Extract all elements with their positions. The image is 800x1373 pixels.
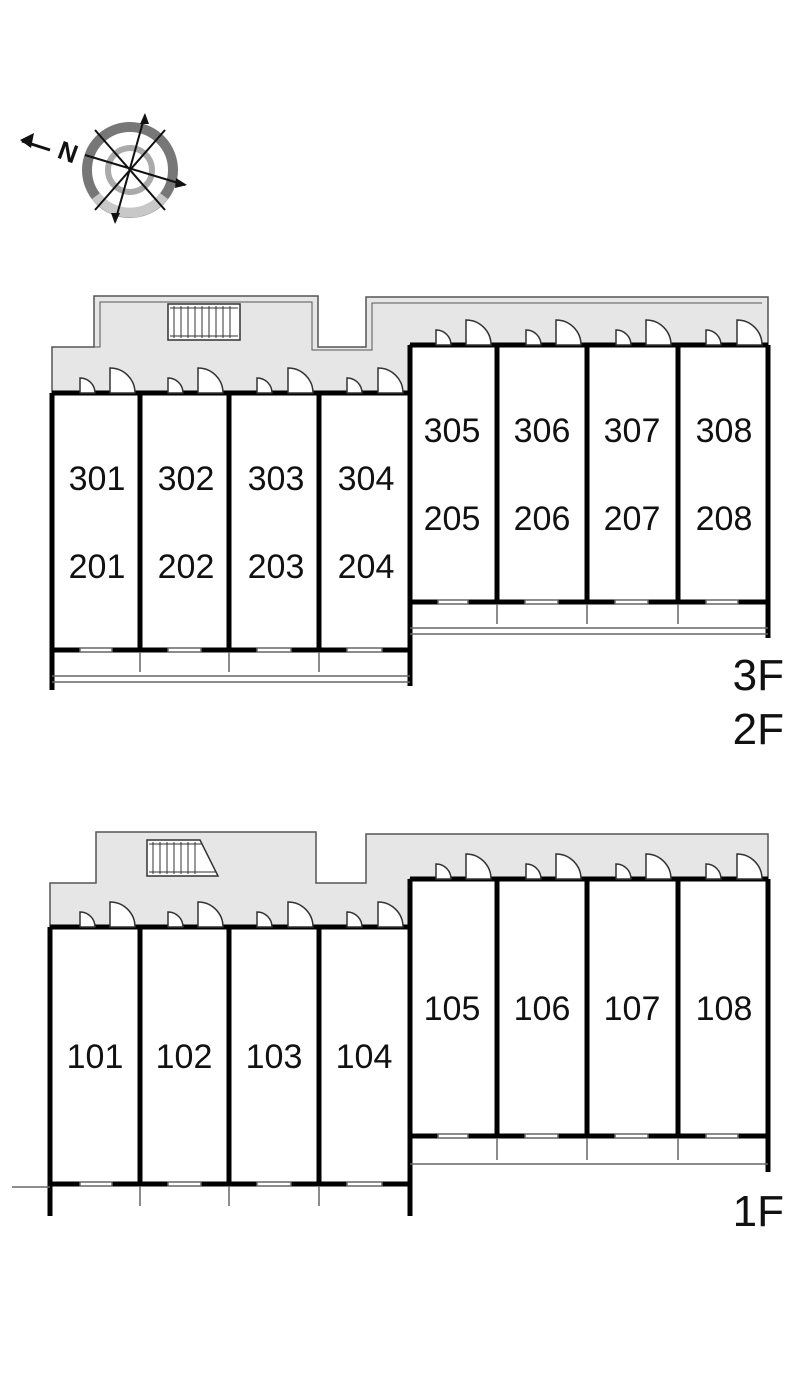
lower-west-windows bbox=[12, 1181, 383, 1206]
lower-door-icons bbox=[79, 853, 763, 928]
unit-label: 306 bbox=[514, 412, 571, 450]
unit-label: 303 bbox=[248, 460, 305, 498]
unit-label: 308 bbox=[696, 412, 753, 450]
unit-label: 302 bbox=[158, 460, 215, 498]
upper-east-windows bbox=[410, 599, 768, 635]
unit-label: 304 bbox=[338, 460, 395, 498]
unit-label: 202 bbox=[158, 548, 215, 586]
unit-label: 106 bbox=[514, 990, 571, 1028]
upper-west-walls bbox=[49, 345, 413, 690]
lower-unit-labels: 101 102 103 104 105 106 107 108 bbox=[67, 990, 753, 1076]
lower-floor-plan: 101 102 103 104 105 106 107 108 1F bbox=[12, 831, 784, 1236]
floor-label-3f: 3F bbox=[733, 651, 784, 700]
upper-stair-icon bbox=[167, 303, 241, 341]
unit-label: 102 bbox=[156, 1038, 213, 1076]
unit-label: 307 bbox=[604, 412, 661, 450]
unit-label: 301 bbox=[69, 460, 126, 498]
unit-label: 207 bbox=[604, 500, 661, 538]
lower-east-windows bbox=[410, 1133, 768, 1165]
unit-label: 108 bbox=[696, 990, 753, 1028]
unit-label: 204 bbox=[338, 548, 395, 586]
floor-label-2f: 2F bbox=[733, 705, 784, 754]
unit-label: 104 bbox=[336, 1038, 393, 1076]
unit-label: 107 bbox=[604, 990, 661, 1028]
floor-label-1f: 1F bbox=[733, 1187, 784, 1236]
unit-label: 205 bbox=[424, 500, 481, 538]
compass-rose-icon bbox=[20, 113, 187, 224]
upper-unit-labels: 301 201 302 202 303 203 304 204 305 205 … bbox=[69, 412, 753, 586]
unit-label: 203 bbox=[248, 548, 305, 586]
unit-label: 305 bbox=[424, 412, 481, 450]
unit-label: 105 bbox=[424, 990, 481, 1028]
unit-label: 208 bbox=[696, 500, 753, 538]
upper-east-walls bbox=[410, 342, 771, 638]
upper-floor-plan: 301 201 302 202 303 203 304 204 305 205 … bbox=[49, 295, 784, 754]
unit-label: 101 bbox=[67, 1038, 124, 1076]
upper-west-windows bbox=[52, 647, 410, 683]
unit-label: 201 bbox=[69, 548, 126, 586]
lower-east-walls bbox=[410, 876, 771, 1172]
upper-door-icons bbox=[79, 319, 763, 394]
lower-stair-icon bbox=[146, 839, 220, 877]
north-label: N bbox=[54, 135, 82, 170]
unit-label: 206 bbox=[514, 500, 571, 538]
unit-label: 103 bbox=[246, 1038, 303, 1076]
